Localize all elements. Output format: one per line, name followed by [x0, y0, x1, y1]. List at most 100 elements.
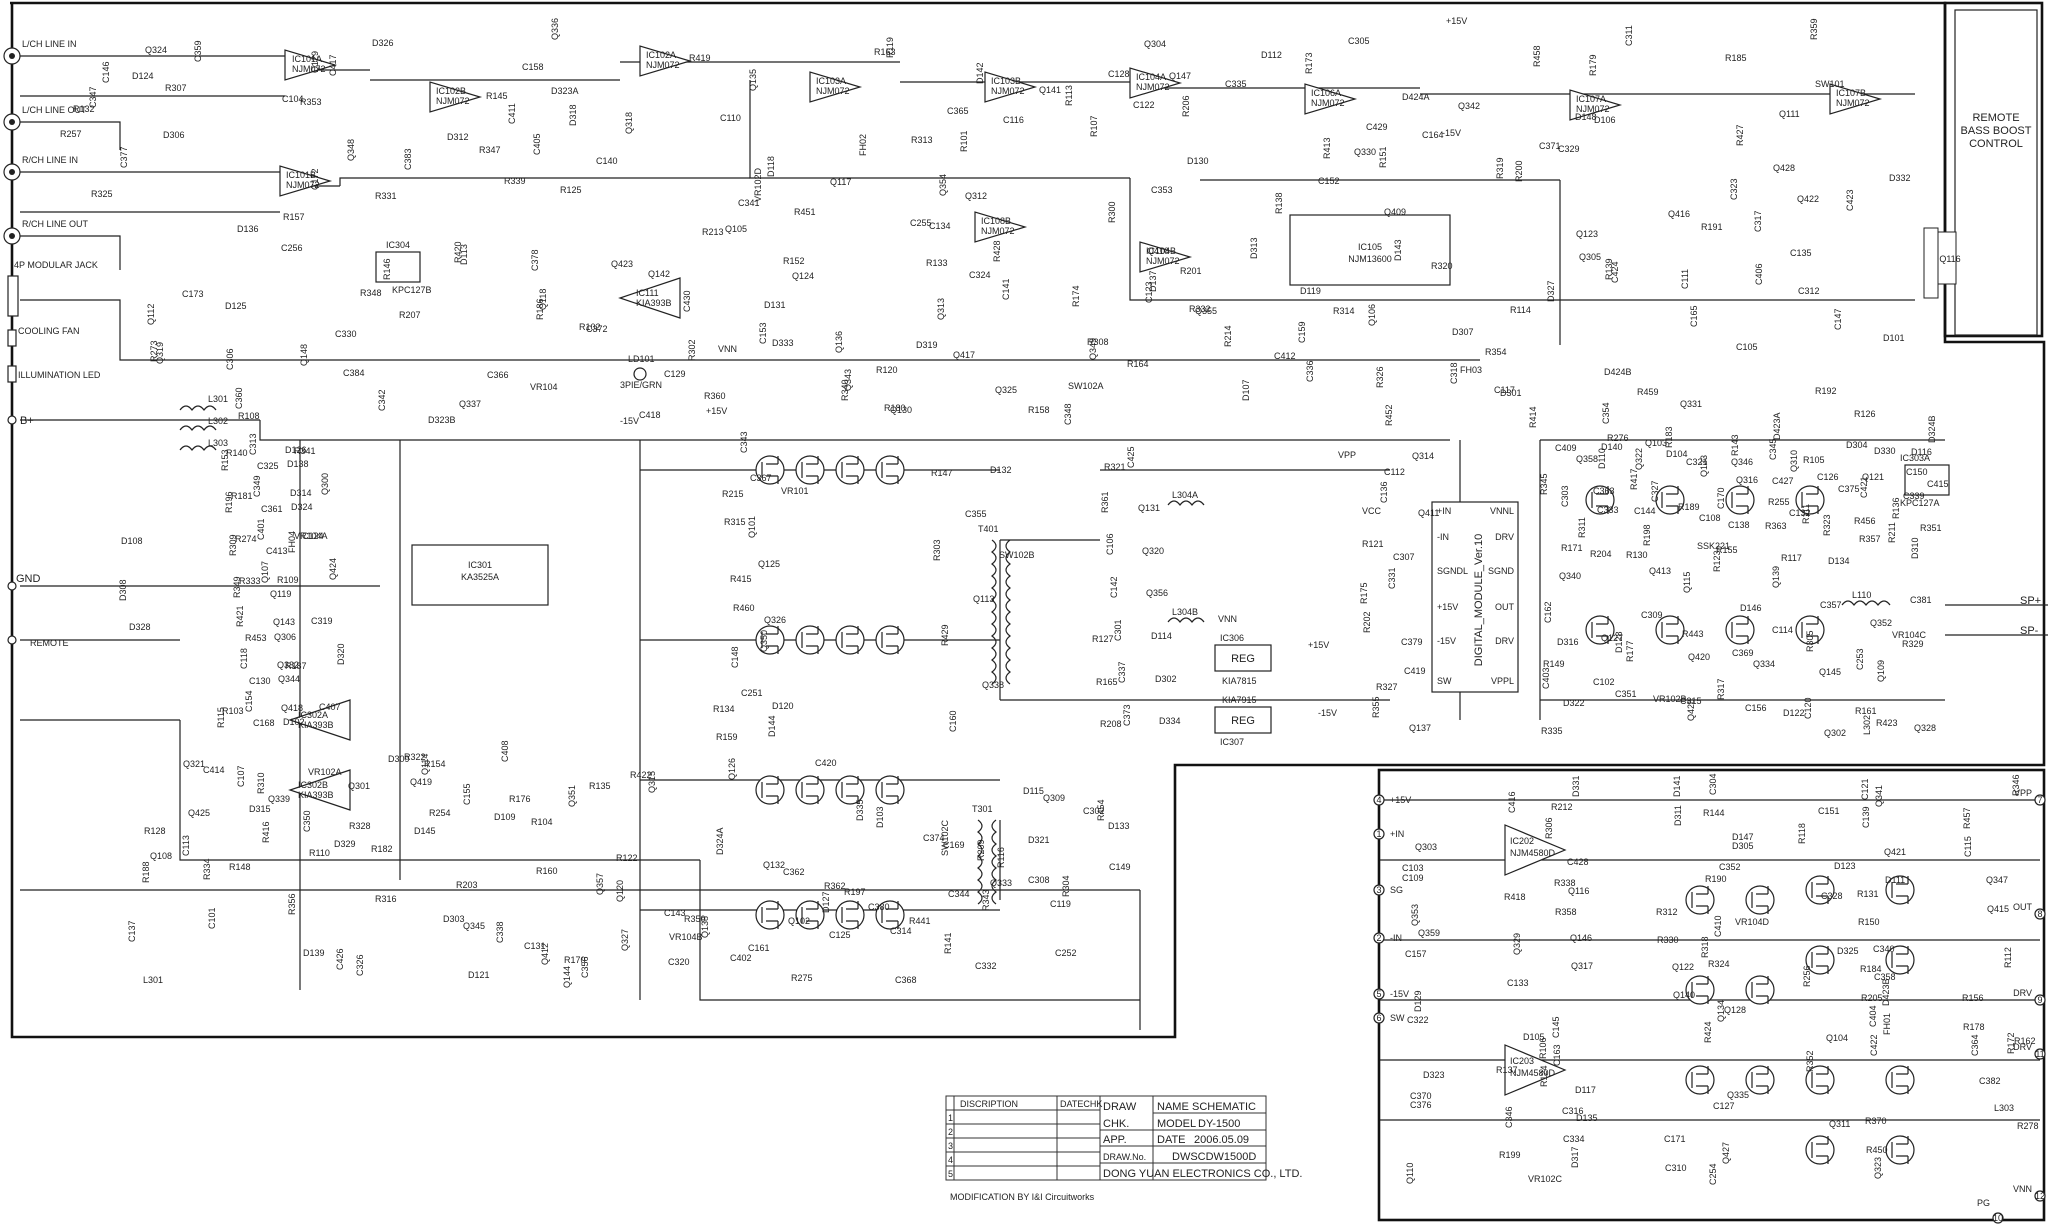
- ref-designator: D322: [1563, 698, 1585, 708]
- transistor-symbol: [755, 900, 785, 930]
- ref-designator: D307: [1452, 327, 1474, 337]
- ref-designator: Q347: [1986, 875, 2008, 885]
- ref-designator: C145: [1551, 1016, 1561, 1038]
- ref-designator: C320: [668, 957, 690, 967]
- vpp-label-1: VPP: [1338, 450, 1356, 460]
- ref-designator: Q317: [1571, 961, 1593, 971]
- ref-designator: C133: [1507, 978, 1529, 988]
- ref-designator: L302: [1862, 715, 1872, 735]
- transistor-symbol: [875, 625, 905, 655]
- transistor-symbol: [755, 775, 785, 805]
- ref-designator: R419: [689, 53, 711, 63]
- ref-designator: Q353: [1410, 904, 1420, 926]
- ref-designator: R184: [1860, 964, 1882, 974]
- ic101b-part: NJM072: [286, 180, 320, 190]
- ref-designator: C374: [923, 833, 945, 843]
- inset-pin-6-label: SW: [1390, 1013, 1405, 1023]
- minus15-label-2: -15V: [1442, 128, 1461, 138]
- ref-designator: C412: [1274, 351, 1296, 361]
- tb-draw: DRAW: [1103, 1101, 1137, 1113]
- ref-designator: C127: [1713, 1101, 1735, 1111]
- ref-designator: R413: [1322, 137, 1332, 159]
- module-pin-r5: DRV: [1495, 636, 1514, 646]
- tb-date-value: 2006.05.09: [1194, 1134, 1249, 1146]
- transistor-leads: [1691, 1066, 1709, 1094]
- inset-pin-2: 2 -IN: [1373, 932, 1402, 944]
- ref-designator: C252: [1055, 948, 1077, 958]
- ref-designator: C107: [236, 765, 246, 787]
- ic202-ref: IC202: [1510, 836, 1534, 846]
- ref-designator: R154: [424, 759, 446, 769]
- ref-designator: R312: [1656, 907, 1678, 917]
- transistor-leads: [1801, 486, 1819, 514]
- ref-designator: R135: [589, 781, 611, 791]
- ref-designator: D131: [764, 300, 786, 310]
- transistor-leads: [761, 776, 779, 804]
- ref-designator: Q303: [1415, 842, 1437, 852]
- ref-designator: D321: [1028, 835, 1050, 845]
- ref-designator: C336: [1305, 360, 1315, 382]
- ref-designator: C108: [1699, 513, 1721, 523]
- ref-designator: C355: [965, 509, 987, 519]
- ref-designator: R319: [1495, 157, 1505, 179]
- ref-designator: D136: [237, 224, 259, 234]
- ref-designator: R428: [992, 240, 1002, 262]
- ref-designator: C426: [335, 948, 345, 970]
- ref-designator: Q302: [1824, 728, 1846, 738]
- ref-designator: C339: [1903, 491, 1925, 501]
- ref-designator: VR104B: [669, 932, 703, 942]
- ref-designator: Q349: [1088, 338, 1098, 360]
- ic303a-part: KPC127A: [1900, 498, 1940, 508]
- ref-designator: D333: [772, 338, 794, 348]
- ref-designator: D309: [388, 754, 410, 764]
- ref-designator: Q314: [1412, 451, 1434, 461]
- ref-designator: R331: [375, 191, 397, 201]
- ic104a-ref: IC104A: [1136, 72, 1166, 82]
- ref-designator: R116: [996, 847, 1006, 868]
- ref-designator: C161: [748, 943, 770, 953]
- ref-designator: C324: [969, 270, 991, 280]
- inset-pin-5-label: -15V: [1390, 989, 1409, 999]
- l304b-label: L304B: [1172, 607, 1198, 617]
- inset-pin-11-label: DRV: [2013, 1042, 2032, 1052]
- tb-model-value: DY-1500: [1198, 1118, 1240, 1130]
- ref-designator: C425: [1126, 446, 1136, 468]
- ref-designator: D101: [1883, 333, 1905, 343]
- ref-designator: C153: [758, 322, 768, 344]
- ref-designator: R152: [783, 256, 805, 266]
- transformers: T401 T301: [972, 524, 1011, 905]
- ref-designator: VR104A: [294, 531, 328, 541]
- ref-designator: R314: [1333, 306, 1355, 316]
- ref-designator: C360: [234, 387, 244, 409]
- ref-designator: Q148: [299, 344, 309, 366]
- ref-designator: R458: [1532, 45, 1542, 67]
- ref-designator: VR104: [530, 382, 558, 392]
- ref-designator: Q304: [1144, 39, 1166, 49]
- tb-company: DONG YUAN ELECTRONICS CO., LTD.: [1103, 1168, 1302, 1180]
- ref-designator: R335: [1541, 726, 1563, 736]
- transistor-leads: [841, 456, 859, 484]
- ref-designator: C118: [239, 648, 249, 669]
- ref-designator: R443: [1682, 629, 1704, 639]
- ref-designator: R145: [486, 91, 508, 101]
- remote-terminal: REMOTE: [7, 635, 69, 648]
- ref-designator: R162: [2014, 1036, 2036, 1046]
- ref-designator: R318: [1700, 936, 1710, 958]
- ref-designator: Q340: [1559, 571, 1581, 581]
- ref-designator: Q114: [420, 754, 430, 775]
- ref-designator: R147: [931, 468, 953, 478]
- ref-designator: R176: [509, 794, 531, 804]
- ref-designator: R320: [1431, 261, 1453, 271]
- transistor-symbol: [875, 455, 905, 485]
- ref-designator: R370: [1865, 1116, 1887, 1126]
- ic102b-part: NJM072: [436, 96, 470, 106]
- ref-designator: Q301: [348, 781, 370, 791]
- transistor-symbol: [1725, 485, 1755, 515]
- transistor-leads: [841, 776, 859, 804]
- ref-designator: Q427: [1721, 1142, 1731, 1164]
- ref-designator: C255: [910, 218, 932, 228]
- ref-designator: D118: [766, 156, 776, 177]
- ref-designator: C381: [1910, 595, 1932, 605]
- module-pin-l3: SGNDL: [1437, 566, 1468, 576]
- ic304-ref: IC304: [386, 240, 410, 250]
